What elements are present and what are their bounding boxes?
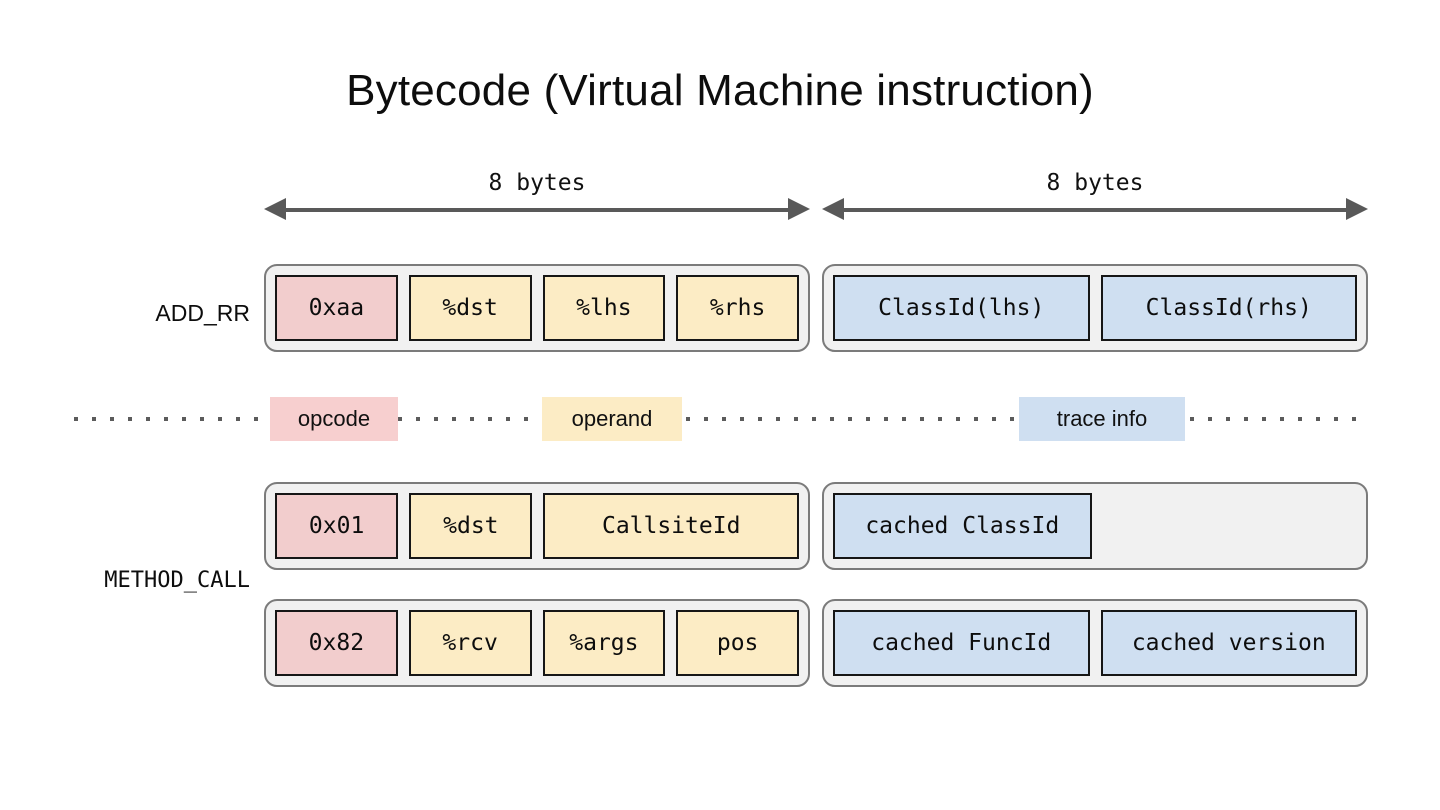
arrow-head-left-icon bbox=[822, 198, 844, 220]
instruction-word-right-method-call-2: cached FuncId cached version bbox=[822, 599, 1368, 687]
field-operand[interactable]: CallsiteId bbox=[543, 493, 799, 559]
measure-label: 8 bytes bbox=[1046, 170, 1144, 196]
field-operand[interactable]: pos bbox=[676, 610, 799, 676]
legend-strip: opcode operand trace info bbox=[74, 397, 1366, 441]
field-trace[interactable]: cached FuncId bbox=[833, 610, 1090, 676]
row-label-method-call: METHOD_CALL bbox=[104, 568, 250, 593]
field-trace[interactable]: cached version bbox=[1100, 610, 1357, 676]
page-title: Bytecode (Virtual Machine instruction) bbox=[346, 66, 1094, 115]
arrow-head-right-icon bbox=[788, 198, 810, 220]
field-trace[interactable]: ClassId(rhs) bbox=[1100, 275, 1357, 341]
arrow-line bbox=[278, 208, 796, 212]
instruction-word-left-method-call-2: 0x82 %rcv %args pos bbox=[264, 599, 810, 687]
field-operand[interactable]: %rcv bbox=[408, 610, 532, 676]
dotted-divider-line bbox=[74, 417, 1366, 421]
measure-right-word: 8 bytes bbox=[822, 170, 1368, 226]
instruction-word-left-add-rr: 0xaa %dst %lhs %rhs bbox=[264, 264, 810, 352]
field-operand[interactable]: %dst bbox=[408, 275, 532, 341]
instruction-word-right-method-call-1: cached ClassId bbox=[822, 482, 1368, 570]
field-opcode[interactable]: 0x82 bbox=[275, 610, 398, 676]
field-opcode[interactable]: 0x01 bbox=[275, 493, 399, 559]
legend-operand: operand bbox=[542, 397, 682, 441]
arrow-head-left-icon bbox=[264, 198, 286, 220]
measure-label: 8 bytes bbox=[488, 170, 586, 196]
legend-opcode: opcode bbox=[270, 397, 398, 441]
field-operand[interactable]: %lhs bbox=[542, 275, 666, 341]
measure-left-word: 8 bytes bbox=[264, 170, 810, 226]
field-trace[interactable]: cached ClassId bbox=[833, 493, 1092, 559]
field-opcode[interactable]: 0xaa bbox=[275, 275, 398, 341]
instruction-word-left-method-call-1: 0x01 %dst CallsiteId bbox=[264, 482, 810, 570]
arrow-head-right-icon bbox=[1346, 198, 1368, 220]
row-label-add-rr: ADD_RR bbox=[155, 300, 250, 326]
field-empty bbox=[1103, 493, 1358, 559]
field-trace[interactable]: ClassId(lhs) bbox=[833, 275, 1090, 341]
arrow-line bbox=[836, 208, 1354, 212]
field-operand[interactable]: %args bbox=[542, 610, 666, 676]
legend-trace-info: trace info bbox=[1019, 397, 1185, 441]
field-operand[interactable]: %dst bbox=[409, 493, 533, 559]
instruction-word-right-add-rr: ClassId(lhs) ClassId(rhs) bbox=[822, 264, 1368, 352]
field-operand[interactable]: %rhs bbox=[676, 275, 799, 341]
